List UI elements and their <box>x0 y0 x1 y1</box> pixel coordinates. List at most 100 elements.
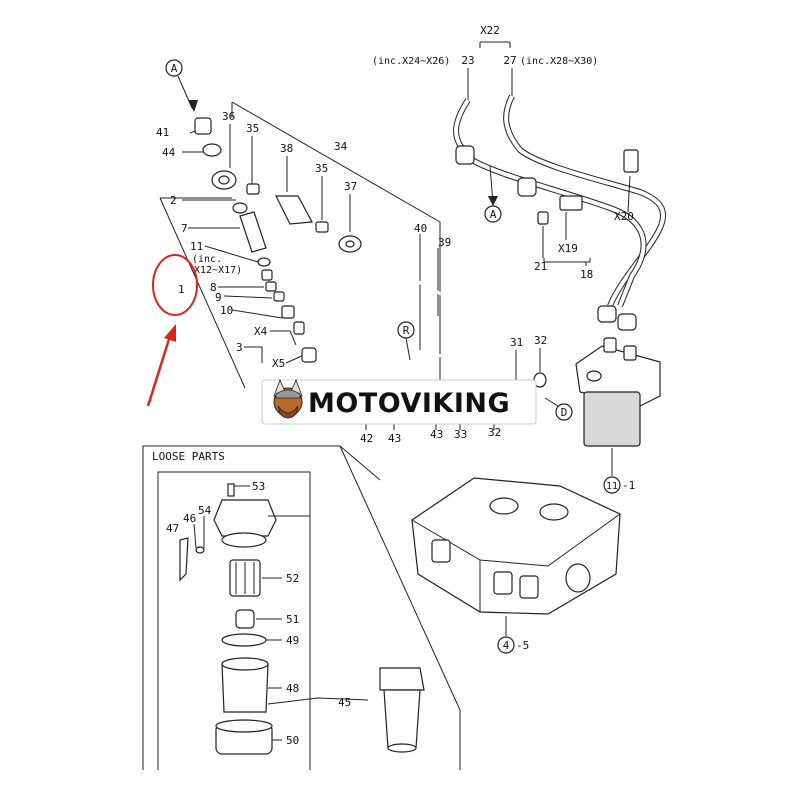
label-10: 10 <box>220 304 233 317</box>
label-37: 37 <box>344 180 357 193</box>
head-port-1 <box>431 539 451 563</box>
callout-a-mid-circle <box>484 205 502 223</box>
leader-x5 <box>285 354 305 364</box>
nozzle-x5 <box>301 347 317 363</box>
label-32a: 32 <box>534 334 547 347</box>
oring-49 <box>221 633 267 647</box>
label-7: 7 <box>181 222 188 235</box>
part-x4 <box>293 321 305 335</box>
bolt-21 <box>537 211 549 225</box>
head-valve-2 <box>539 503 569 521</box>
pipe-nut-pump-b <box>617 313 637 331</box>
label-21: 21 <box>534 260 547 273</box>
label-45: 45 <box>338 696 351 709</box>
ringnut-50-top <box>215 719 273 733</box>
label-callout-d: D <box>561 406 568 419</box>
assembly-45-bowl <box>383 689 421 749</box>
label-11-1-suffix: -1 <box>622 479 635 492</box>
bolt-53 <box>227 483 235 497</box>
pipe-39 <box>377 261 473 357</box>
bowl-48 <box>221 663 269 713</box>
viking-beard <box>277 405 299 419</box>
label-31: 31 <box>510 336 523 349</box>
annotation-circle <box>152 254 198 316</box>
leader-r <box>405 337 411 361</box>
label-3: 3 <box>236 341 243 354</box>
pipe-nut-pump-a <box>597 305 617 323</box>
label-inc-x12: (inc. <box>192 254 222 265</box>
annotation-arrow-head <box>164 324 176 342</box>
label-inc-x28: (inc.X28~X30) <box>520 56 598 67</box>
label-43a: 43 <box>388 432 401 445</box>
label-9: 9 <box>215 291 222 304</box>
label-4-5-suffix: -5 <box>516 639 529 652</box>
pump-outlet-a <box>603 337 617 353</box>
assembly-bracket-right <box>231 101 441 390</box>
label-x4: X4 <box>254 325 268 338</box>
label-2: 2 <box>170 194 177 207</box>
valve-47 <box>179 537 189 582</box>
oring-46 <box>195 546 205 554</box>
label-11: 11 <box>190 240 203 253</box>
label-callout-a-mid: A <box>490 208 497 221</box>
label-inc-x12b: X12~X17) <box>194 265 242 276</box>
label-27: 27 <box>503 54 516 67</box>
label-39: 39 <box>438 236 451 249</box>
arrow-a-top <box>188 100 198 112</box>
banjo-37-hole <box>345 240 355 248</box>
callout-d-circle <box>555 403 573 421</box>
label-53: 53 <box>252 480 265 493</box>
leader-10 <box>231 309 283 319</box>
pipe-39-inner <box>377 260 474 358</box>
head-port-4 <box>565 563 591 593</box>
banjo-36-hole <box>218 175 230 185</box>
label-23: 23 <box>461 54 474 67</box>
label-54: 54 <box>198 504 212 517</box>
viking-logo <box>273 378 303 419</box>
callout-a-top-circle <box>165 59 183 77</box>
pump-outlet-b <box>623 345 637 361</box>
label-x5: X5 <box>272 357 285 370</box>
watermark-text: MOTOVIKING <box>308 388 510 419</box>
label-1: 1 <box>178 283 185 296</box>
label-50: 50 <box>286 734 299 747</box>
leader-x20 <box>627 175 631 213</box>
callout-r-circle <box>397 321 415 339</box>
label-34: 34 <box>334 140 348 153</box>
pipe-23b-inner <box>471 158 646 307</box>
clamp-x19 <box>559 195 583 211</box>
leader-9 <box>223 295 273 299</box>
label-33: 33 <box>454 428 467 441</box>
pipe-nut-27 <box>517 177 537 197</box>
head-port-3 <box>519 575 539 599</box>
seat-9 <box>273 291 285 302</box>
label-38: 38 <box>280 142 293 155</box>
label-51: 51 <box>286 613 299 626</box>
label-43b: 43 <box>430 428 443 441</box>
label-35b: 35 <box>315 162 328 175</box>
assembly-bracket-left <box>159 197 246 389</box>
label-46: 46 <box>183 512 196 525</box>
pump-port <box>586 370 602 382</box>
label-41: 41 <box>156 126 169 139</box>
washer-11 <box>257 257 271 267</box>
label-49: 49 <box>286 634 299 647</box>
pump-body-lower <box>583 391 641 447</box>
bracket-18 <box>543 258 591 263</box>
filter-head-ring <box>221 532 267 548</box>
head-port-2 <box>493 571 513 595</box>
leader-x4 <box>270 330 297 346</box>
loose-parts-inner-frame <box>157 471 311 770</box>
label-40: 40 <box>414 222 427 235</box>
label-36: 36 <box>222 110 235 123</box>
spring-8 <box>265 281 277 292</box>
label-callout-r: R <box>403 324 410 337</box>
pipe-nut-23 <box>455 145 475 165</box>
bowl-48-top <box>221 657 269 671</box>
label-47: 47 <box>166 522 179 535</box>
part-x12 <box>261 269 273 281</box>
nut-41 <box>194 117 212 135</box>
label-callout-11: 11 <box>606 481 618 492</box>
